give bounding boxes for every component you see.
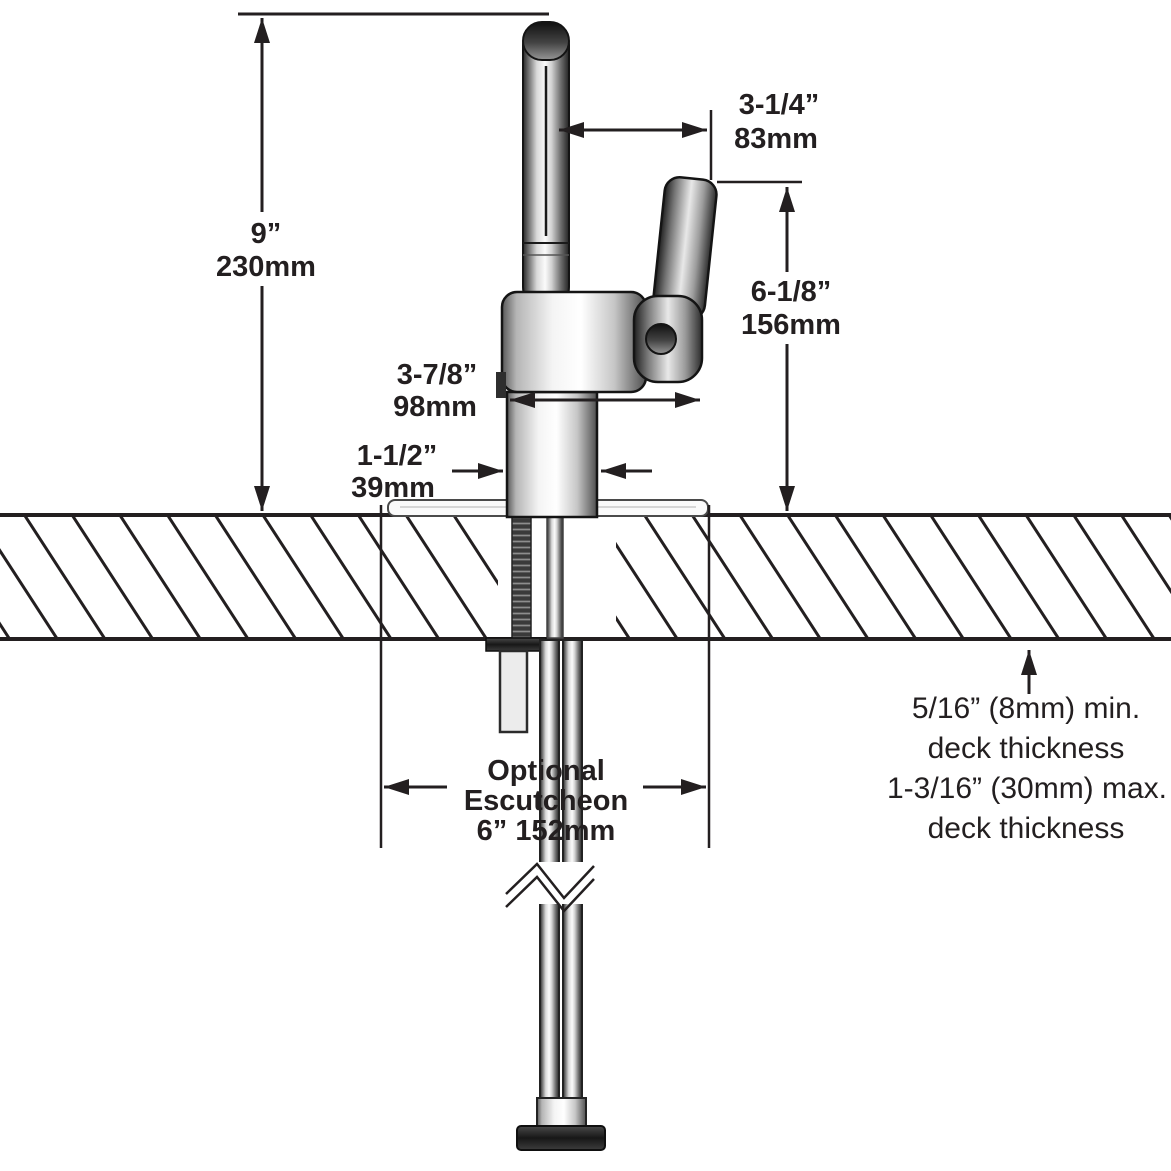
handle-pivot-cap <box>645 323 677 355</box>
dimension-escutcheon: Optional Escutcheon 6” 152mm <box>384 755 706 847</box>
supply-lines <box>505 639 606 1151</box>
dimension-base-width: 1-1/2” 39mm <box>351 440 652 504</box>
fitting-nut <box>516 1125 606 1151</box>
dimension-spout-to-handle: 3-1/4” 83mm <box>559 89 819 180</box>
escutcheon-label-line3: 6” 152mm <box>477 815 616 847</box>
handle-metric-label: 156mm <box>741 309 841 341</box>
offset-imperial-label: 3-1/4” <box>739 89 820 121</box>
escutcheon-extension-lines <box>379 505 711 848</box>
base-imperial-label: 1-1/2” <box>357 440 438 472</box>
supply-line-right-lower <box>562 899 583 1099</box>
supply-line-left-lower <box>539 899 560 1099</box>
threaded-shank <box>511 516 532 639</box>
dimension-handle-height: 6-1/8” 156mm <box>717 180 841 511</box>
height-metric-label: 230mm <box>216 251 316 283</box>
escutcheon-label-line1: Optional <box>487 755 605 787</box>
deck-cross-section <box>0 513 1171 641</box>
body-metric-label: 98mm <box>393 391 477 423</box>
break-symbol-line2 <box>505 875 595 913</box>
dimension-spout-height: 9” 230mm <box>216 12 549 511</box>
dimension-body-depth: 3-7/8” 98mm <box>393 359 700 423</box>
below-deck-hardware <box>485 516 564 734</box>
handle-imperial-label: 6-1/8” <box>751 276 832 308</box>
offset-metric-label: 83mm <box>734 123 818 155</box>
deck-thickness-note: 5/16” (8mm) min. deck thickness 1-3/16” … <box>887 650 1167 845</box>
faucet-body <box>500 290 648 394</box>
height-imperial-label: 9” <box>251 218 282 250</box>
deck-note-line4: deck thickness <box>928 812 1125 845</box>
base-metric-label: 39mm <box>351 472 435 504</box>
break-symbol-line1 <box>505 862 595 900</box>
deck-note-line2: deck thickness <box>928 732 1125 765</box>
body-imperial-label: 3-7/8” <box>397 359 478 391</box>
faucet-base-column <box>505 390 599 519</box>
break-gap <box>505 862 605 904</box>
faucet <box>496 21 718 519</box>
body-left-tick <box>496 372 506 398</box>
in-deck-tube <box>546 516 564 639</box>
mounting-nut <box>485 637 547 652</box>
escutcheon-label-line2: Escutcheon <box>464 785 628 817</box>
fitting-neck <box>536 1097 587 1127</box>
deck-note-line3: 1-3/16” (30mm) max. <box>887 772 1167 805</box>
mounting-bracket <box>498 649 529 734</box>
spout-top-cap <box>522 21 570 61</box>
deck-note-line1: 5/16” (8mm) min. <box>912 692 1140 725</box>
